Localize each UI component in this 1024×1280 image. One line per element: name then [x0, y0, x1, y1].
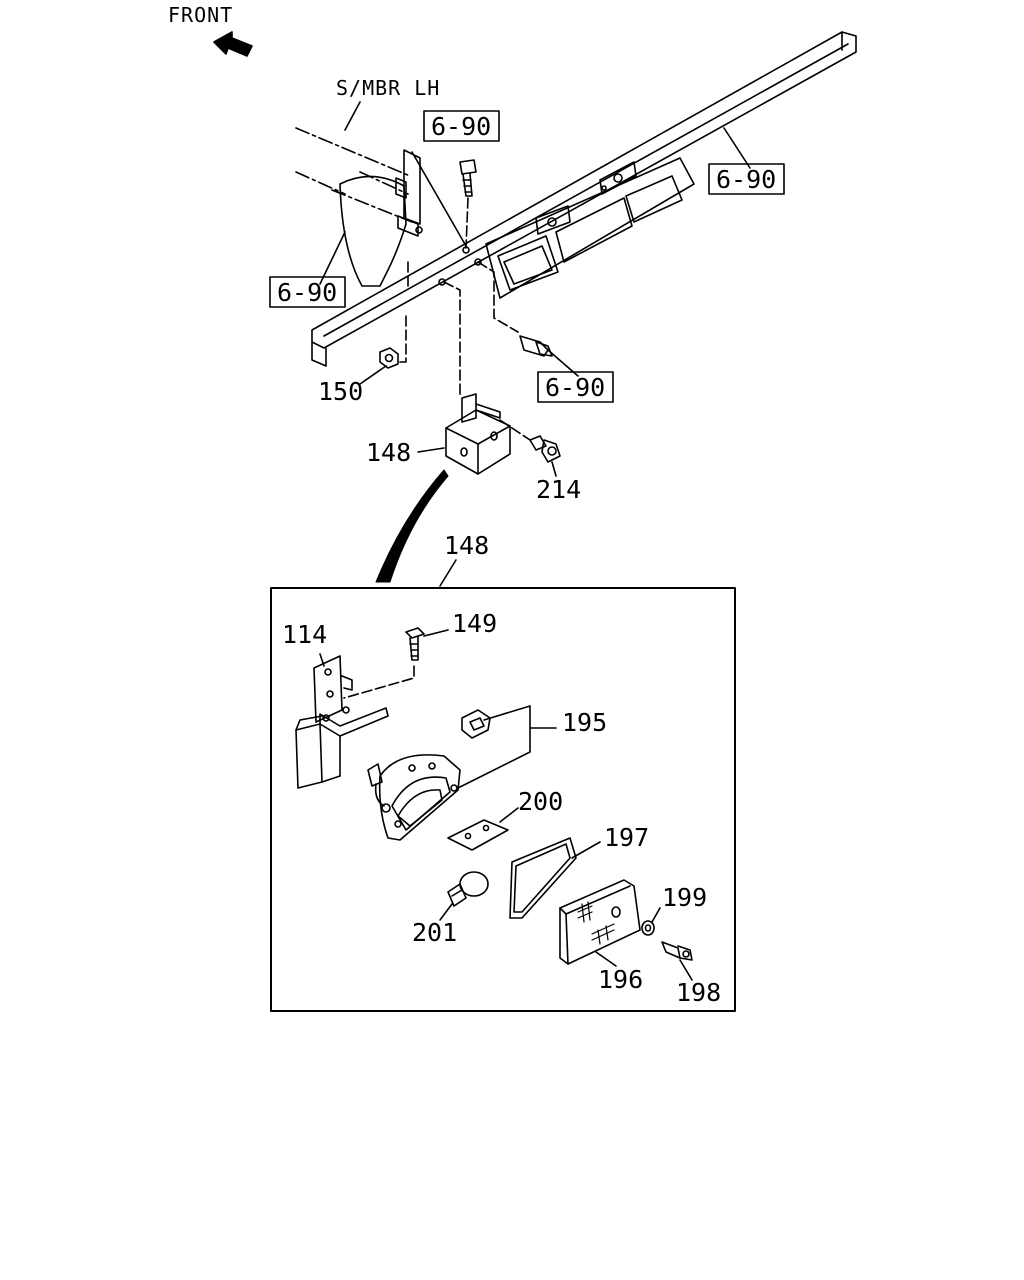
lamp-assembly [445, 393, 511, 475]
callout-bulb: 201 [412, 918, 457, 947]
screw [405, 627, 425, 661]
left-bracket-leader [319, 231, 346, 285]
screw-axis [343, 665, 415, 699]
ref-top-bolt: 6-90 [431, 112, 491, 141]
side-member-label: S/MBR LH [336, 76, 440, 100]
front-label: FRONT [168, 3, 233, 27]
lens-screw [661, 941, 693, 961]
top-bolt-guide [411, 151, 467, 247]
frame-rail [311, 31, 857, 367]
side-member-phantom [295, 127, 413, 223]
detail-title-leader [439, 559, 457, 587]
pad-leader [499, 807, 519, 823]
side-member-leader [344, 101, 361, 131]
bulb-leader [439, 903, 453, 921]
left-mount-bracket [339, 149, 423, 287]
frame-rail-leader [723, 127, 751, 169]
top-bolt-axis [465, 197, 469, 249]
bolt [529, 435, 561, 463]
callout-grommet: 195 [562, 708, 607, 737]
ref-left-bracket: 6-90 [277, 278, 337, 307]
bolt-axis [499, 419, 531, 441]
bracket-leader [319, 653, 325, 667]
lamp-housing [367, 754, 461, 841]
nut-axis [395, 315, 407, 363]
bracket [295, 655, 389, 789]
lens-leader [595, 951, 617, 967]
grommet-bracket-leader [457, 705, 531, 789]
nut [379, 347, 399, 369]
callout-washer: 199 [662, 883, 707, 912]
front-arrow-icon [213, 31, 253, 57]
rail-clip [519, 335, 553, 357]
callout-lens: 196 [598, 965, 643, 994]
lens [559, 879, 641, 965]
ref-box-top-bolt [423, 110, 500, 142]
bolt-leader [551, 461, 557, 477]
washer [641, 920, 655, 936]
callout-detail-title: 148 [444, 531, 489, 560]
lamp-leader [417, 447, 445, 453]
nut-leader [359, 365, 387, 385]
top-bolt [459, 159, 477, 197]
bulb [447, 871, 489, 907]
callout-lamp-assembly: 148 [366, 438, 411, 467]
rear-lamp-panel [485, 157, 695, 299]
callout-bracket: 114 [282, 620, 327, 649]
washer-leader [651, 907, 661, 923]
ref-box-left-bracket [269, 276, 346, 308]
pad [447, 819, 509, 851]
lamp-axis [443, 281, 461, 399]
clip-axis [477, 261, 519, 333]
callout-nut: 150 [318, 377, 363, 406]
callout-pad: 200 [518, 787, 563, 816]
lens-screw-leader [679, 959, 693, 981]
screw-leader [423, 629, 449, 637]
ref-frame-rail: 6-90 [716, 165, 776, 194]
grommet [461, 709, 491, 739]
callout-screw: 149 [452, 609, 497, 638]
callout-gasket: 197 [604, 823, 649, 852]
callout-bolt: 214 [536, 475, 581, 504]
detail-pointer [375, 469, 449, 583]
ref-box-clip [537, 371, 614, 403]
callout-lens-screw: 198 [676, 978, 721, 1007]
gasket [509, 837, 577, 919]
gasket-leader [571, 841, 601, 859]
detail-frame [270, 587, 736, 1012]
ref-clip: 6-90 [545, 373, 605, 402]
ref-box-frame-rail [708, 163, 785, 195]
